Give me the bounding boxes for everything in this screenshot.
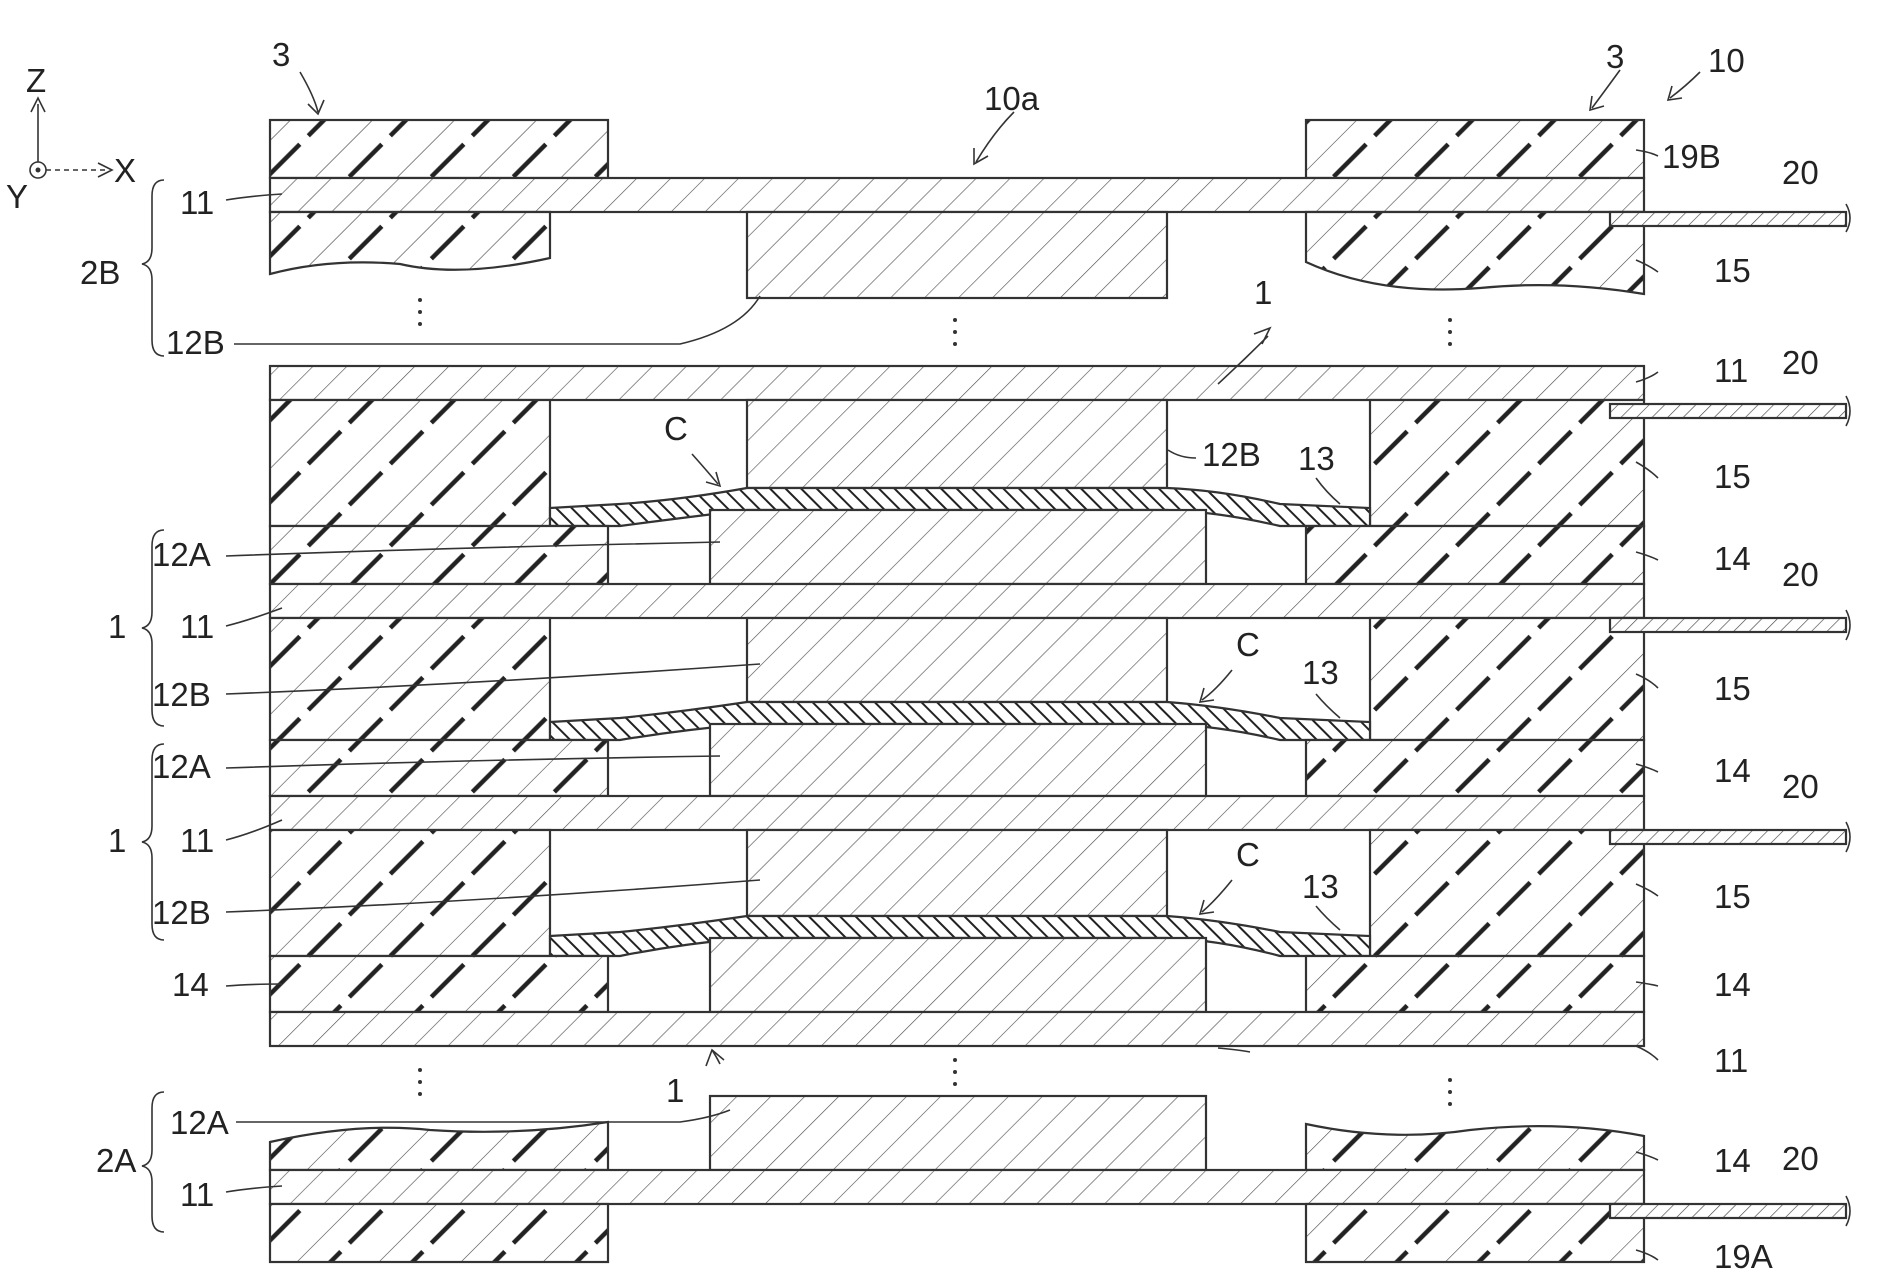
label-11: 11 <box>1714 352 1748 389</box>
active-material-12B <box>747 618 1167 702</box>
active-material-12A <box>710 510 1206 584</box>
substrate-11 <box>270 1012 1644 1046</box>
label-13: 13 <box>1302 868 1339 905</box>
label-14: 14 <box>1714 966 1751 1003</box>
label-3-left: 3 <box>272 36 290 73</box>
active-material-12B <box>747 830 1167 916</box>
label-C: C <box>1236 836 1260 873</box>
external-electrode-3-right <box>1306 120 1644 178</box>
substrate-11 <box>270 366 1644 400</box>
label-C: C <box>1236 626 1260 663</box>
label-2B: 2B <box>80 254 120 291</box>
external-electrode-3-left <box>270 1204 608 1262</box>
sealing-15 <box>270 618 550 740</box>
label-12B: 12B <box>152 894 211 931</box>
label-20: 20 <box>1782 344 1819 381</box>
tab-20 <box>1610 404 1846 418</box>
external-electrode-3-right <box>1306 1204 1644 1262</box>
axis-z-label: Z <box>26 62 46 99</box>
sealing-15 <box>1370 618 1644 740</box>
active-material-12A <box>710 724 1206 796</box>
active-material-12B <box>747 400 1167 488</box>
sealing-14 <box>270 526 608 584</box>
top-terminal-element-2B <box>270 120 1850 298</box>
label-11: 11 <box>180 1176 214 1213</box>
label-14: 14 <box>1714 1142 1751 1179</box>
tab-20 <box>1610 212 1846 226</box>
label-12A: 12A <box>152 748 211 785</box>
label-14: 14 <box>1714 752 1751 789</box>
bottom-terminal-element-2A <box>270 1096 1850 1262</box>
sealing-14 <box>270 740 608 796</box>
bracket-2A <box>142 1092 164 1232</box>
label-14: 14 <box>172 966 209 1003</box>
substrate-11 <box>270 178 1644 212</box>
label-20: 20 <box>1782 556 1819 593</box>
tab-20 <box>1610 1204 1846 1218</box>
label-1-top: 1 <box>1254 274 1272 311</box>
label-15: 15 <box>1714 670 1751 707</box>
active-material-12A <box>710 1096 1206 1170</box>
active-material-12A <box>710 938 1206 1012</box>
substrate-11 <box>270 1170 1644 1204</box>
sealing-14 <box>1306 740 1644 796</box>
label-C: C <box>664 410 688 447</box>
sealing-14 <box>270 956 608 1012</box>
sealing-15 <box>270 830 550 956</box>
sealing-15 <box>270 400 550 526</box>
sealing-14 <box>1306 526 1644 584</box>
label-14: 14 <box>1714 540 1751 577</box>
tab-20 <box>1610 830 1846 844</box>
sealing-14-left <box>270 1122 608 1170</box>
label-13: 13 <box>1298 440 1335 477</box>
label-19A: 19A <box>1714 1238 1773 1273</box>
label-12B: 12B <box>1202 436 1261 473</box>
label-20: 20 <box>1782 768 1819 805</box>
label-2A: 2A <box>96 1142 136 1179</box>
sealing-14-right <box>1306 1124 1644 1170</box>
label-11: 11 <box>180 184 214 221</box>
sealing-15 <box>1370 830 1644 956</box>
label-15: 15 <box>1714 252 1751 289</box>
label-11: 11 <box>180 822 214 859</box>
label-10: 10 <box>1708 42 1745 79</box>
sealing-15-left <box>270 212 550 274</box>
substrate-11 <box>270 584 1644 618</box>
external-electrode-3-left <box>270 120 608 178</box>
label-12A: 12A <box>170 1104 229 1141</box>
label-15: 15 <box>1714 878 1751 915</box>
axis-x-label: X <box>114 152 136 189</box>
label-10a: 10a <box>984 80 1040 117</box>
axis-y-label: Y <box>6 178 28 215</box>
label-12B: 12B <box>152 676 211 713</box>
label-1-bracket-b: 1 <box>108 822 126 859</box>
label-20: 20 <box>1782 1140 1819 1177</box>
axis-indicator: Z X Y <box>6 62 136 215</box>
label-12A: 12A <box>152 536 211 573</box>
substrate-11 <box>270 796 1644 830</box>
active-material-12B <box>747 212 1167 298</box>
label-3-right: 3 <box>1606 38 1624 75</box>
label-11: 11 <box>180 608 214 645</box>
label-15: 15 <box>1714 458 1751 495</box>
label-12B: 12B <box>166 324 225 361</box>
label-1-bottom: 1 <box>666 1072 684 1109</box>
label-13: 13 <box>1302 654 1339 691</box>
label-1-bracket-a: 1 <box>108 608 126 645</box>
sealing-15-right <box>1306 212 1644 294</box>
sealing-15 <box>1370 400 1644 526</box>
tab-20 <box>1610 618 1846 632</box>
stacked-cell-body <box>270 366 1850 1046</box>
label-19B: 19B <box>1662 138 1721 175</box>
label-20: 20 <box>1782 154 1819 191</box>
sealing-14 <box>1306 956 1644 1012</box>
bracket-2B <box>142 180 164 356</box>
label-11: 11 <box>1714 1042 1748 1079</box>
